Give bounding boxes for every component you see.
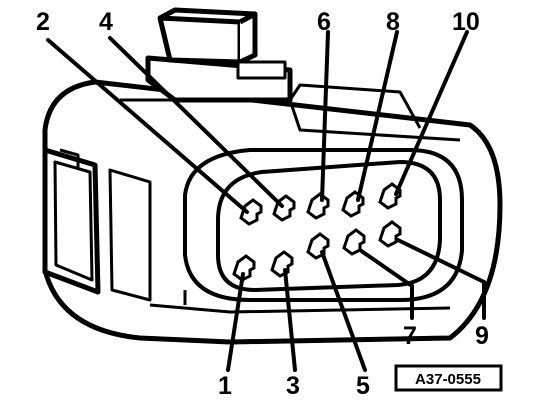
leader-line-2 [46,38,249,214]
pin-label-4: 4 [99,8,113,36]
leader-line-7b [358,248,414,288]
pin-label-5: 5 [356,372,370,400]
pin-cavity-10 [378,182,402,210]
pin-cavity-9 [378,220,402,248]
leader-line-8 [356,30,399,202]
leader-line-9b [396,238,486,284]
pin-label-3: 3 [286,372,300,400]
pin-labels: 2 4 6 8 10 1 3 5 7 9 [36,8,489,400]
leader-lines [46,30,486,372]
pin-label-2: 2 [36,8,50,36]
connector-housing [42,7,503,345]
pin-cavity-7 [342,228,366,256]
leader-line-4 [108,36,284,208]
leader-line-1 [226,272,245,372]
pin-cavity-1 [232,254,256,282]
pin-label-6: 6 [317,8,331,36]
pin-label-1: 1 [218,372,232,400]
pin-label-8: 8 [386,8,400,36]
leader-line-6 [320,30,330,202]
leader-line-3 [283,268,297,372]
reference-code-text: A37-0555 [415,371,481,388]
pin-label-7: 7 [403,322,417,350]
leader-line-10 [394,30,469,196]
pin-cavity-2 [239,198,263,226]
leader-line-5 [320,250,367,372]
reference-code-box: A37-0555 [394,364,503,392]
pin-label-10: 10 [452,8,480,36]
pin-label-9: 9 [475,322,489,350]
